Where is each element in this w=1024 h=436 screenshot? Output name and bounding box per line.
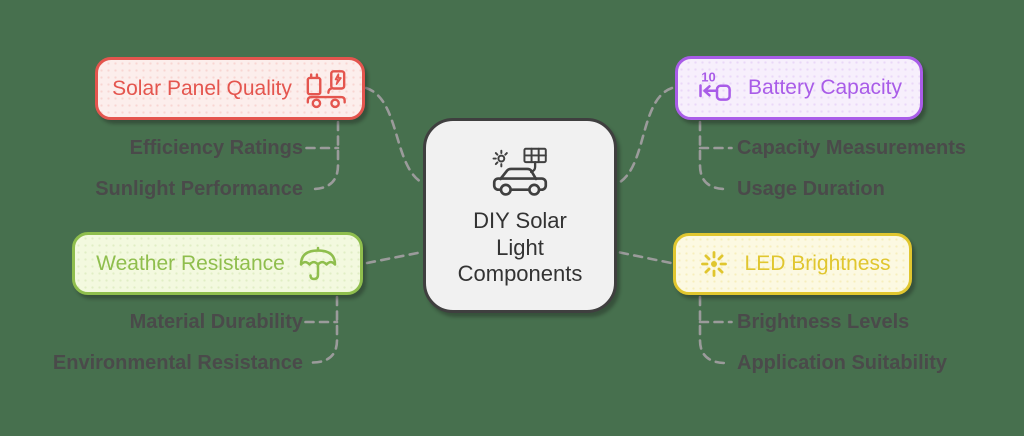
branch-label: LED Brightness	[744, 252, 891, 275]
center-node: DIY Solar Light Components	[423, 118, 617, 313]
leaf-material-durability: Material Durability	[129, 311, 303, 333]
center-title-line: DIY Solar	[473, 208, 567, 234]
leaf-environmental-resistance: Environmental Resistance	[52, 352, 303, 374]
branch-label: Solar Panel Quality	[112, 76, 292, 100]
leaf-application-suitability: Application Suitability	[737, 352, 948, 374]
center-title-line: Components	[457, 261, 583, 287]
leaf-usage-duration: Usage Duration	[737, 178, 885, 200]
leaf-capacity-measurements: Capacity Measurements	[737, 137, 966, 159]
leaf-brightness-levels: Brightness Levels	[737, 311, 910, 333]
leaf-sunlight-performance: Sunlight Performance	[95, 178, 303, 200]
branch-label: Weather Resistance	[96, 251, 285, 275]
edge-weather-resistance-to-center	[365, 251, 422, 265]
branch-weather-resistance: Weather Resistance	[72, 232, 363, 295]
edge-solar-panel-quality-children	[305, 120, 340, 191]
skip-back-10-icon: 10	[699, 70, 731, 101]
svg-text:10: 10	[701, 70, 715, 85]
edge-battery-capacity-children	[698, 120, 733, 191]
solar-car-icon	[492, 148, 548, 197]
branch-solar-panel-quality: Solar Panel Quality	[95, 57, 365, 120]
center-title-line: Light	[496, 234, 544, 260]
branch-label: Battery Capacity	[747, 76, 903, 99]
branch-battery-capacity: 10 Battery Capacity	[675, 56, 923, 120]
brightness-rays-icon	[700, 251, 727, 277]
leaf-efficiency-ratings: Efficiency Ratings	[129, 137, 303, 159]
edge-led-brightness-children	[698, 295, 733, 365]
edge-center-to-led-brightness	[618, 251, 673, 265]
edge-center-to-battery-capacity	[618, 86, 674, 184]
branch-led-brightness: LED Brightness	[673, 233, 912, 295]
umbrella-icon	[299, 246, 337, 280]
edge-weather-resistance-children	[304, 295, 339, 364]
ev-charging-icon	[306, 70, 346, 109]
edge-solar-panel-quality-to-center	[364, 86, 423, 184]
